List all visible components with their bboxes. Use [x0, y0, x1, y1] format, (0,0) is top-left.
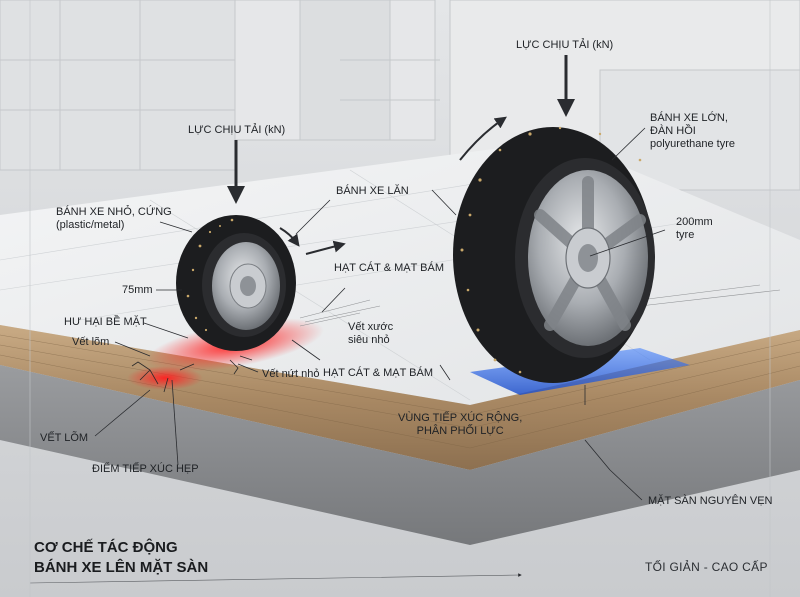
- label-small-wheel: BÁNH XE NHỎ, CỨNG (plastic/metal): [56, 206, 172, 232]
- label-large-size-line2: tyre: [676, 229, 695, 241]
- diagram-title: CƠ CHẾ TÁC ĐỘNG BÁNH XE LÊN MẶT SÀN: [34, 538, 208, 578]
- damage-dent-glow: [127, 366, 203, 390]
- label-dent-bottom: VẾT LÕM: [40, 432, 89, 444]
- label-dent-top: Vết lõm: [72, 336, 110, 348]
- label-micro-crack: Vết nứt nhỏ: [262, 368, 320, 380]
- label-wide-contact-line1: VÙNG TIẾP XÚC RỘNG,: [398, 412, 523, 424]
- label-large-size: 200mm tyre: [676, 216, 713, 242]
- label-wide-contact-line2: PHÂN PHỐI LỰC: [416, 425, 504, 437]
- label-small-wheel-line2: (plastic/metal): [56, 219, 125, 231]
- label-scratch-line2: siêu nhỏ: [348, 334, 390, 346]
- label-intact-floor: MẶT SÀN NGUYÊN VẸN: [648, 495, 773, 507]
- diagram-title-line2: BÁNH XE LÊN MẶT SÀN: [34, 559, 209, 576]
- label-load-large: LỰC CHỊU TẢI (kN): [516, 39, 614, 51]
- label-scratch: Vết xước siêu nhỏ: [348, 321, 393, 347]
- micro-cracks: [131, 355, 253, 393]
- label-load-small: LỰC CHỊU TẢI (kN): [188, 124, 286, 136]
- label-large-wheel: BÁNH XE LỚN, ĐÀN HỒI polyurethane tyre: [650, 112, 735, 151]
- label-grit-mid: HẠT CÁT & MẠT BÁM: [334, 262, 445, 274]
- label-small-size: 75mm: [122, 284, 153, 296]
- label-large-wheel-line1: BÁNH XE LỚN,: [650, 112, 728, 124]
- scratch-marks: [299, 284, 781, 327]
- small-wheel: [176, 215, 296, 351]
- diagram-title-line1: CƠ CHẾ TÁC ĐỘNG: [34, 539, 178, 556]
- rolling-arrows: [279, 116, 507, 255]
- label-rolling-wheel: BÁNH XE LĂN: [336, 185, 409, 197]
- label-large-wheel-line3: polyurethane tyre: [650, 138, 735, 150]
- label-wide-contact: VÙNG TIẾP XÚC RỘNG, PHÂN PHỐI LỰC: [398, 412, 522, 438]
- label-narrow-contact: ĐIỂM TIẾP XÚC HẸP: [92, 463, 199, 475]
- label-large-wheel-line2: ĐÀN HỒI: [650, 125, 696, 137]
- label-small-wheel-line1: BÁNH XE NHỎ, CỨNG: [56, 206, 172, 218]
- dimension-lines: [29, 0, 771, 597]
- label-surface-damage: HƯ HẠI BỀ MẶT: [64, 316, 147, 328]
- diagram-tagline: TỐI GIẢN - CAO CẤP: [645, 560, 768, 574]
- concrete-layer: [0, 365, 800, 545]
- label-grit-low: HẠT CÁT & MẠT BÁM: [323, 367, 434, 379]
- label-scratch-line1: Vết xước: [348, 321, 394, 333]
- label-large-size-line1: 200mm: [676, 216, 713, 228]
- load-arrows: [227, 55, 575, 204]
- callout-lines: [94, 127, 666, 501]
- background-cabinets: [0, 0, 800, 191]
- large-wheel: [453, 126, 655, 383]
